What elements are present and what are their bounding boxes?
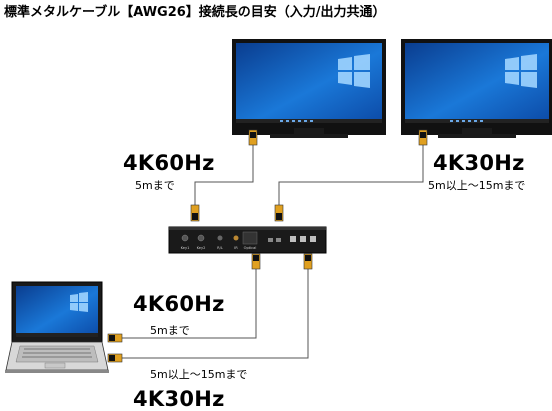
cable-out-right [278,145,424,210]
input-bottom-rate: 4K30Hz [133,387,225,411]
windows-logo-icon [338,54,370,88]
diagram-title: 標準メタルケーブル【AWG26】接続長の目安（入力/出力共通） [4,5,386,20]
monitor-left-icon [232,39,386,138]
port-label: R/L [217,246,223,250]
input-top-length: 5mまで [150,324,190,337]
cable-out-left [194,145,254,210]
port-label: Key2 [197,246,206,250]
connector-monitor-left-icon [248,129,258,146]
connector-device-out2-icon [274,204,284,222]
output-left-length: 5mまで [135,179,175,192]
switch-box-icon: Key1 Key2 R/L IR Optical [168,226,327,254]
connector-monitor-right-icon [418,129,428,146]
cable-in-top [121,268,257,339]
output-left-rate: 4K60Hz [123,151,215,175]
connector-device-in1-icon [251,253,261,270]
connector-laptop-2-icon [107,353,123,363]
output-right-length: 5m以上～15mまで [428,179,526,192]
connector-laptop-1-icon [107,333,123,343]
output-right-rate: 4K30Hz [433,151,525,175]
connector-device-in2-icon [303,253,313,270]
windows-logo-icon [505,54,537,88]
port-label: Optical [244,246,257,250]
laptop-icon [5,281,109,373]
port-label: Key1 [181,246,190,250]
port-label: IR [234,246,238,250]
input-bottom-length: 5m以上～15mまで [150,368,248,381]
input-top-rate: 4K60Hz [133,292,225,316]
cable-in-bottom [121,268,309,359]
monitor-right-icon [401,39,552,138]
windows-logo-icon [70,292,88,312]
connector-device-out1-icon [190,204,200,222]
